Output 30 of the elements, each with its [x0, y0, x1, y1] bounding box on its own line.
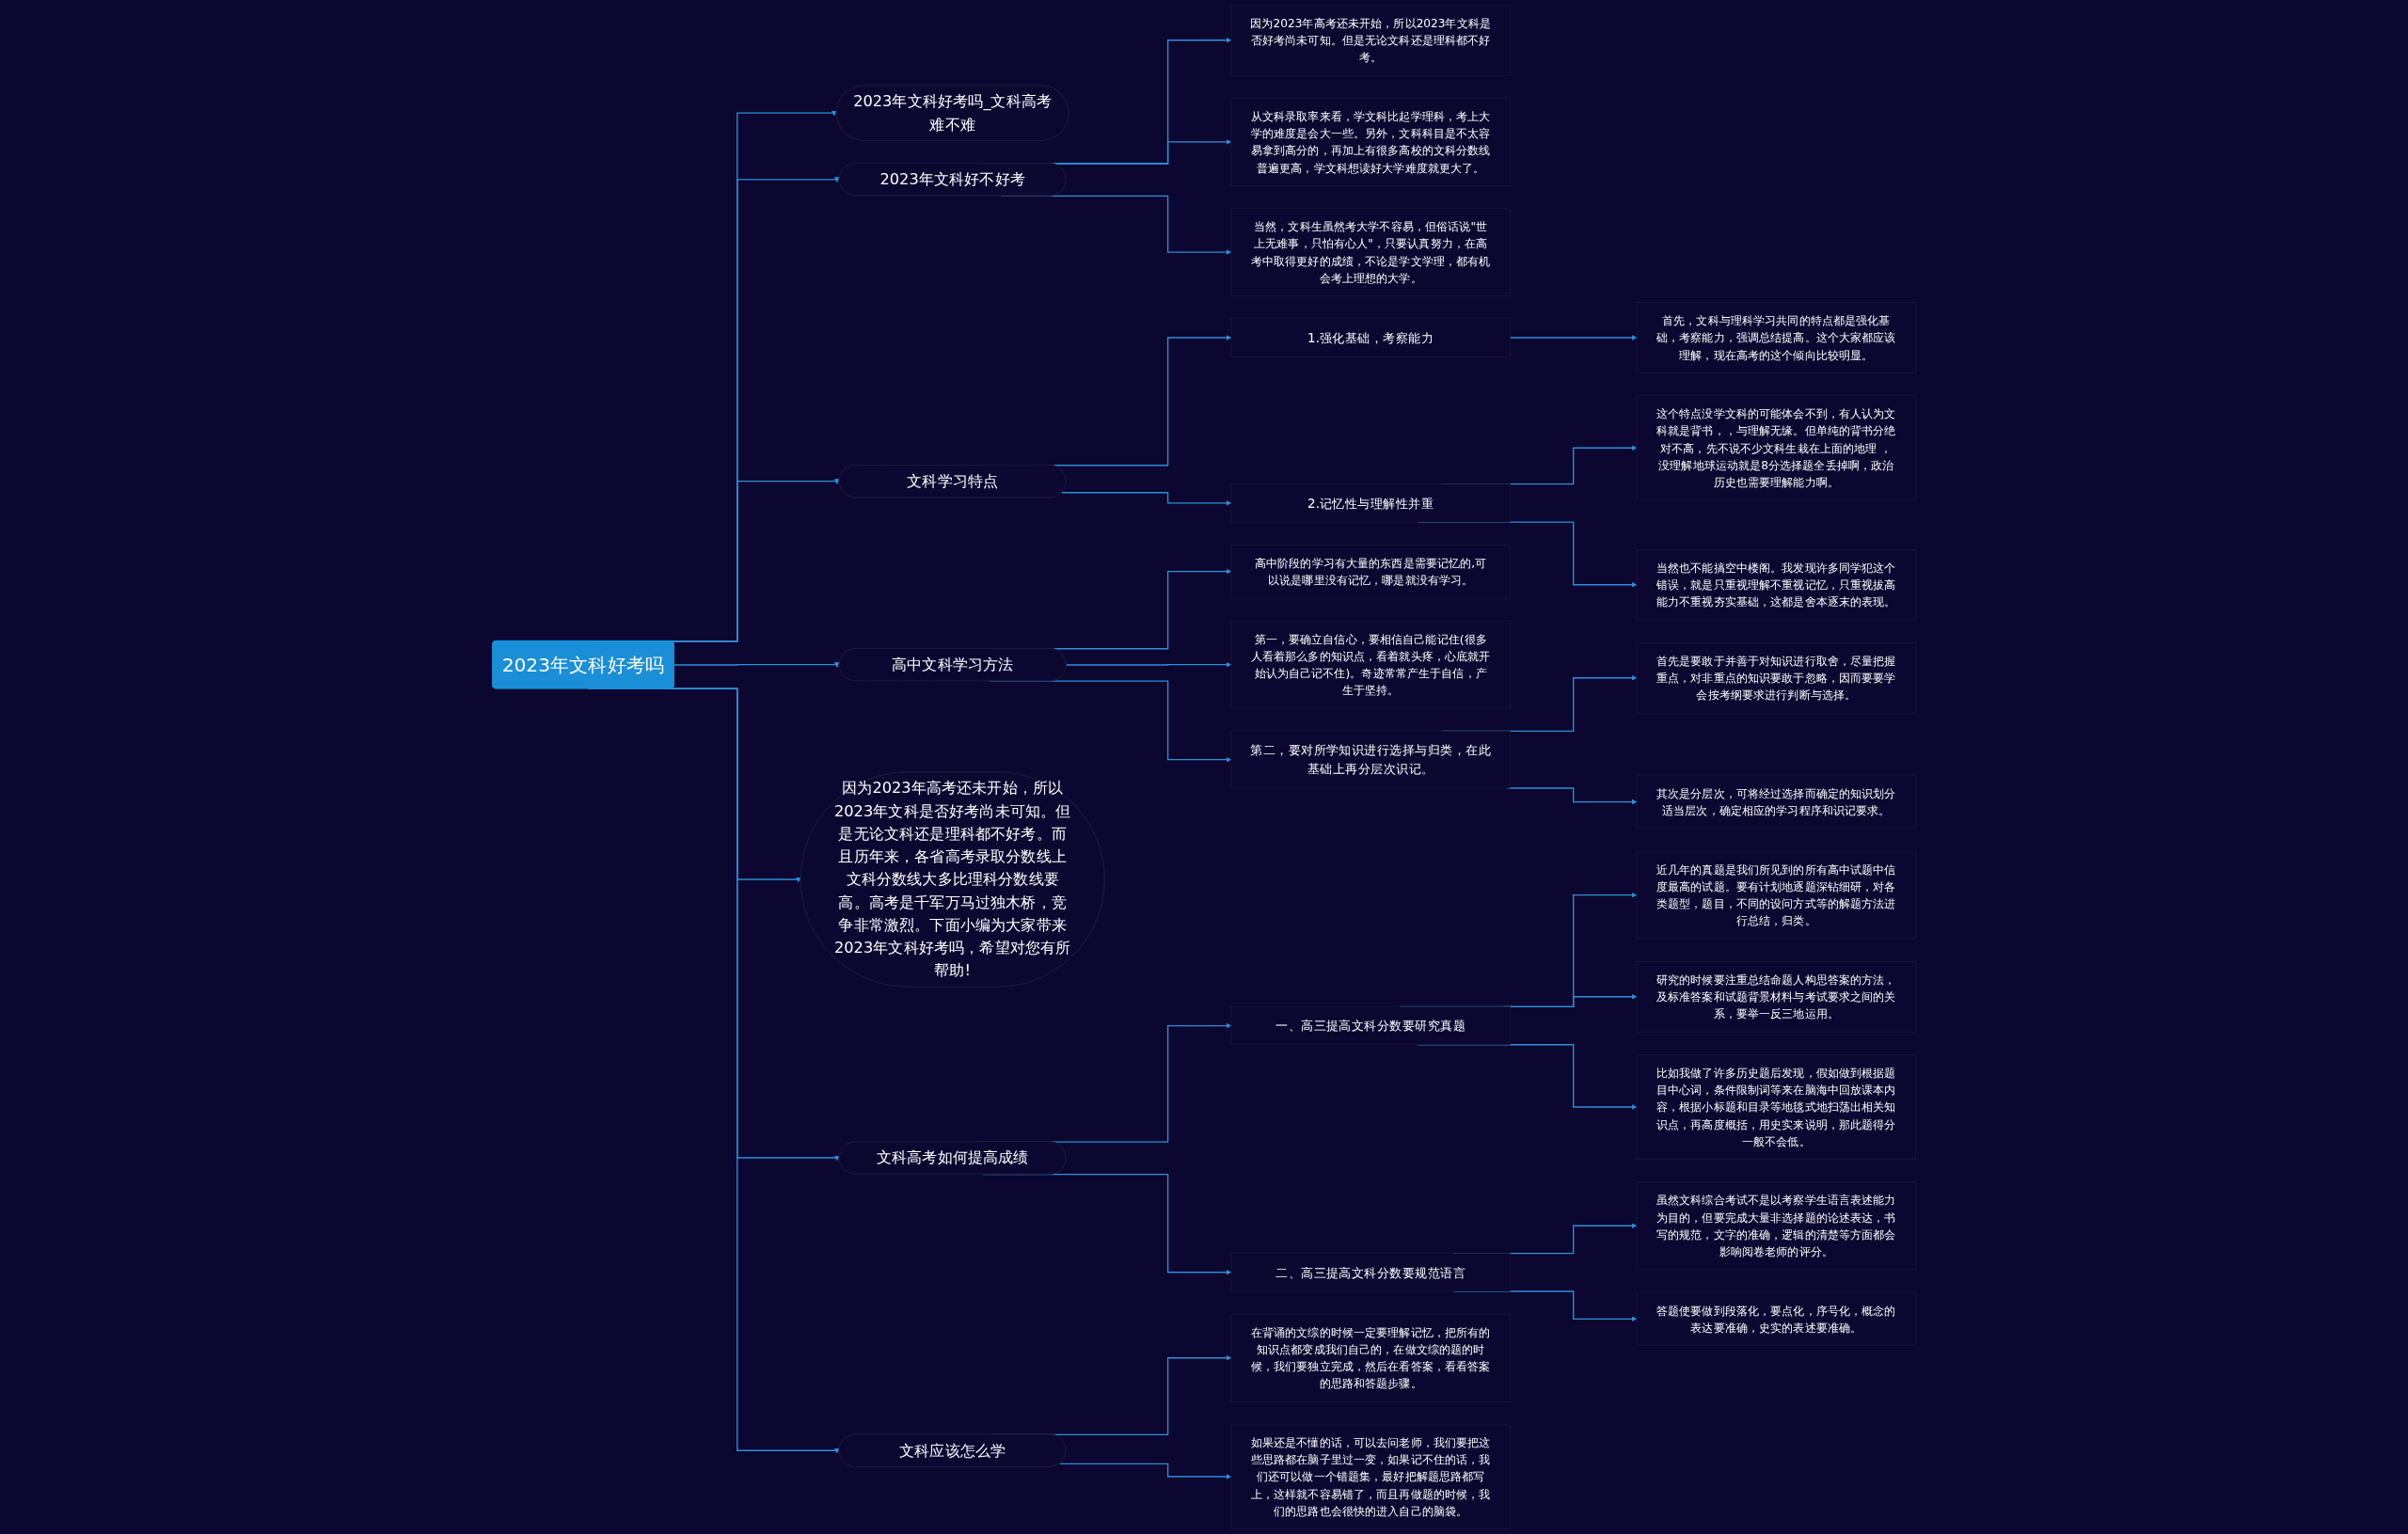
arrow — [1061, 492, 1232, 506]
node-box: 当然，文科生虽然考大学不容易，但俗话说"世上无难事，只怕有心人"，只要认真努力，在高考中取得更好的成绩，不论是学文学理，都有机会考上理想的大学。 — [1230, 208, 1511, 296]
node-box: 2.记忆性与理解性并重 — [1230, 483, 1511, 523]
node-box: 答题使要做到段落化，要点化，序号化，概念的表达要准确，史实的表述要准确。 — [1636, 1291, 1916, 1346]
node-box: 首先是要敢于并善于对知识进行取舍，尽量把握重点，对非重点的知识要敢于忽略，因而要要学会按考纲要求进行判断与选择。 — [1636, 642, 1916, 714]
node-box: 第二，要对所学知识进行选择与归类，在此基础上再分层次识记。 — [1230, 731, 1511, 789]
node-box: 一、高三提高文科分数要研究真题 — [1230, 1006, 1511, 1046]
node-box: 因为2023年高考还未开始，所以2023年文科是否好考尚未可知。但是无论文科还是理科都不好考。 — [1230, 5, 1511, 76]
node-box: 从文科录取率来看，学文科比起学理科，考上大学的难度是会大一些。另外，文科科目是不太容易拿到高分的，再加上有很多高校的文科分数线普遍更高，学文科想读好大学难度就更大了。 — [1230, 98, 1511, 186]
node-box: 其次是分层次，可将经过选择而确定的知识划分适当层次，确定相应的学习程序和识记要求。 — [1636, 775, 1916, 830]
node-text: 文科应该怎么学 — [899, 1441, 1006, 1460]
node-box: 二、高三提高文科分数要规范语言 — [1230, 1253, 1511, 1292]
node-box: 这个特点没学文科的可能体会不到，有人认为文科就是背书，，与理解无缘。但单纯的背书分绝对不高，先不说不少文科生栽在上面的地理 ，没理解地球运动就是8分选择题全丢掉啊，政治历史也需要理解能力啊。 — [1636, 395, 1916, 501]
node-box: 1.强化基础，考察能力 — [1230, 318, 1511, 357]
node-box: 比如我做了许多历史题后发现，假如做到根据题目中心词，条件限制词等来在脑海中回放课本内容，根据小标题和目录等地毯式地扫荡出相关知识点，再高度概括，用史实来说明，那此题得分一般不会低。 — [1636, 1054, 1916, 1160]
node-box: 在背诵的文综的时候一定要理解记忆，把所有的知识点都变成我们自己的，在做文综的题的时候，我们要独立完成，然后在看答案，看看答案的思路和答题步骤。 — [1230, 1313, 1511, 1402]
arrow — [1065, 661, 1232, 668]
node-box: 首先，文科与理科学习共同的特点都是强化基础，考察能力，强调总结提高。这个大家都应该理解，现在高考的这个倾向比较明显。 — [1636, 302, 1916, 373]
node-box: 如果还是不懂的话，可以去问老师，我们要把这些思路都在脑子里过一变，如果记不住的话，我们还可以做一个错题集，最好把解题思路都写上，这样就不容易错了，而且再做题的时候，我们的思路也会很快的进入自己的脑袋。 — [1230, 1424, 1511, 1529]
node-box: 当然也不能搞空中楼阁。我发现许多同学犯这个错误，就是只重视理解不重视记忆，只重视拔高能力不重视夯实基础，这都是舍本逐末的表现。 — [1636, 549, 1916, 621]
arrow — [673, 662, 840, 668]
arrow — [1058, 1463, 1232, 1479]
arrow — [1509, 335, 1638, 340]
node-box: 研究的时候要注重总结命题人构思答案的方法，及标准答案和试题背景材料与考试要求之间的关系，要举一反三地运用。 — [1636, 961, 1916, 1033]
node-text: 因为2023年高考还未开始，所以2023年文科是否好考尚未可知。但是无论文科还是理科都不好考。而且历年来，各省高考录取分数线上文科分数线大多比理科分数线要高。高考是千军万马过独木桥，竞争非常激烈。下面小编为大家带来2023年文科好考吗，希望对您有所帮助! — [834, 779, 1071, 980]
node-box: 第一，要确立自信心，要相信自己能记住(很多人看着那么多的知识点，看着就头疼，心底就开始认为自己记不住)。奇迹常常产生于自信，产生于坚持。 — [1230, 620, 1511, 709]
node-box: 近几年的真题是我们所见到的所有高中试题中信度最高的试题。要有计划地逐题深钻细研，对各类题型，题目，不同的设问方式等的解题方法进行总结，归类。 — [1636, 850, 1916, 940]
node-box: 虽然文科综合考试不是以考察学生语言表述能力为目的，但要完成大量非选择题的论述表达，书写的规范，文字的准确，逻辑的清楚等方面都会影响阅卷老师的评分。 — [1636, 1181, 1916, 1271]
node-text: 2023年文科好考吗_文科高考难不难 — [853, 92, 1053, 134]
node-box: 高中阶段的学习有大量的东西是需要记忆的,可以说是哪里没有记忆，哪是就没有学习。 — [1230, 544, 1511, 599]
